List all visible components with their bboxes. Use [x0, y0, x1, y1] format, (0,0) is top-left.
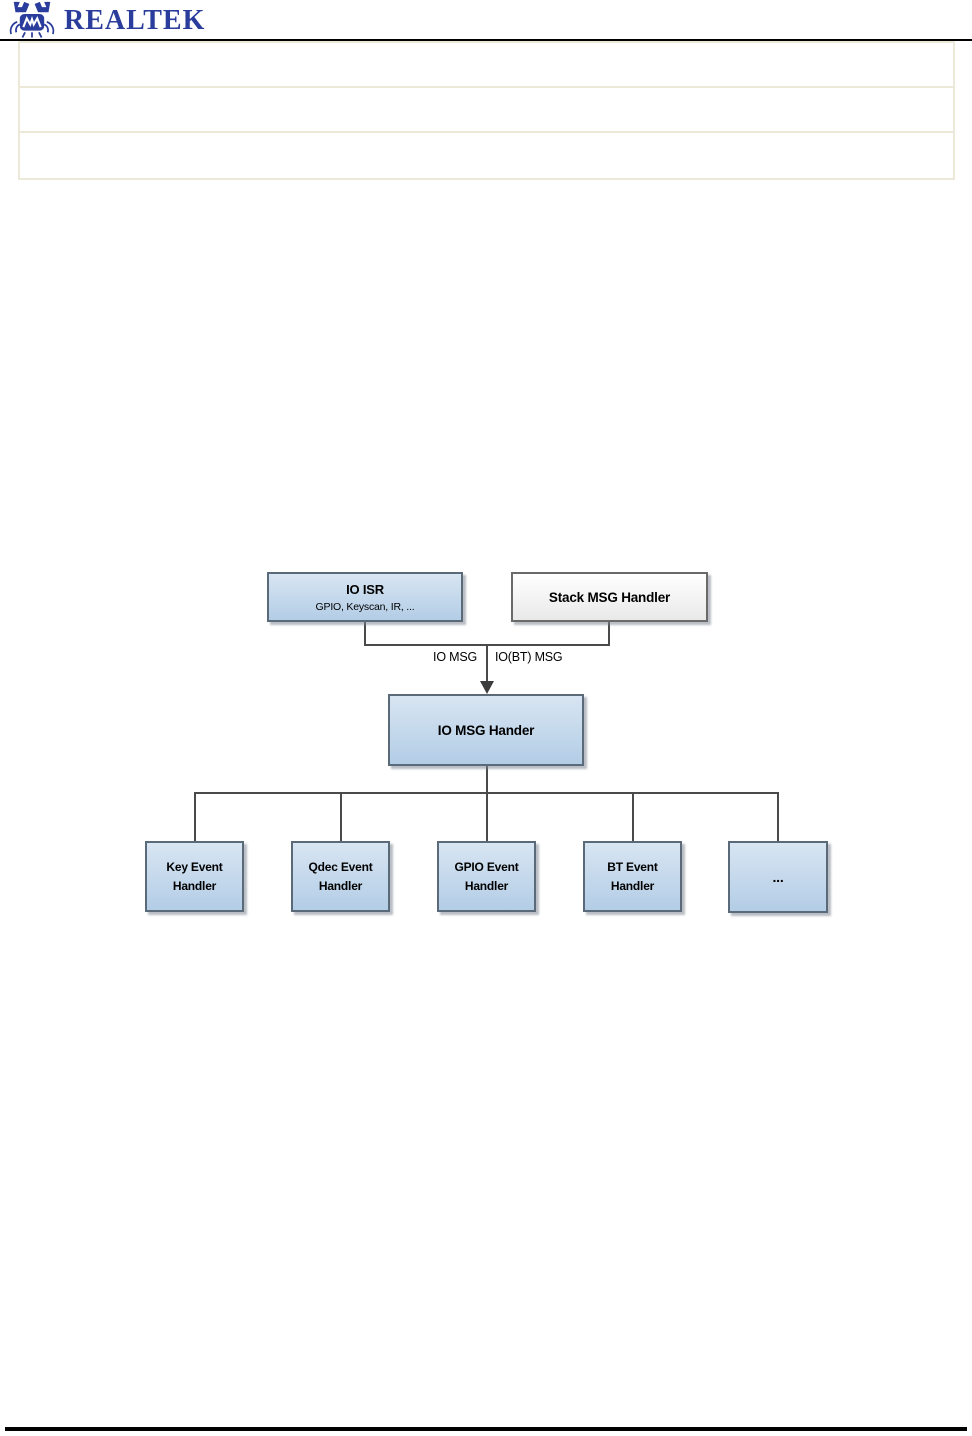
node-io-isr: IO ISR GPIO, Keyscan, IR, ... [267, 572, 463, 622]
brand-wordmark: REALTEK [64, 5, 206, 36]
node-key-event-handler: Key Event Handler [145, 841, 244, 912]
node-subtitle: GPIO, Keyscan, IR, ... [315, 600, 415, 613]
table-row [20, 43, 953, 88]
node-qdec-event-handler: Qdec Event Handler [291, 841, 390, 912]
node-title: GPIO Event Handler [454, 859, 519, 893]
node-title: BT Event Handler [607, 859, 658, 893]
connector-drop-qdec [340, 792, 342, 841]
node-title: IO ISR [346, 581, 384, 597]
connector-drop-gpio [486, 792, 488, 841]
connector-hander-out [486, 765, 488, 794]
table-row [20, 88, 953, 133]
node-stack-msg-handler: Stack MSG Handler [511, 572, 708, 622]
realtek-crab-icon [8, 1, 56, 41]
node-io-msg-hander: IO MSG Hander [388, 694, 584, 766]
connector-drop-bt [632, 792, 634, 841]
table-row [20, 133, 953, 178]
edge-label-io-msg: IO MSG [433, 650, 477, 664]
node-title: ... [772, 869, 784, 885]
arrow-down-icon [480, 681, 494, 694]
connector-stack-drop [608, 621, 610, 646]
connector-drop-more [777, 792, 779, 841]
header-rule [0, 39, 972, 41]
realtek-logo: REALTEK [8, 1, 205, 41]
node-title: Key Event Handler [166, 859, 223, 893]
node-title: Stack MSG Handler [548, 589, 671, 605]
header-table [18, 41, 955, 180]
node-more-handlers: ... [728, 841, 828, 913]
node-title: Qdec Event Handler [308, 859, 373, 893]
edge-label-io-bt-msg: IO(BT) MSG [495, 650, 563, 664]
connector-center-line [486, 644, 488, 684]
connector-io-isr-drop [364, 621, 366, 646]
node-title: IO MSG Hander [437, 722, 535, 738]
connector-drop-key [194, 792, 196, 841]
footer-rule [5, 1427, 967, 1431]
node-gpio-event-handler: GPIO Event Handler [437, 841, 536, 912]
node-bt-event-handler: BT Event Handler [583, 841, 682, 912]
